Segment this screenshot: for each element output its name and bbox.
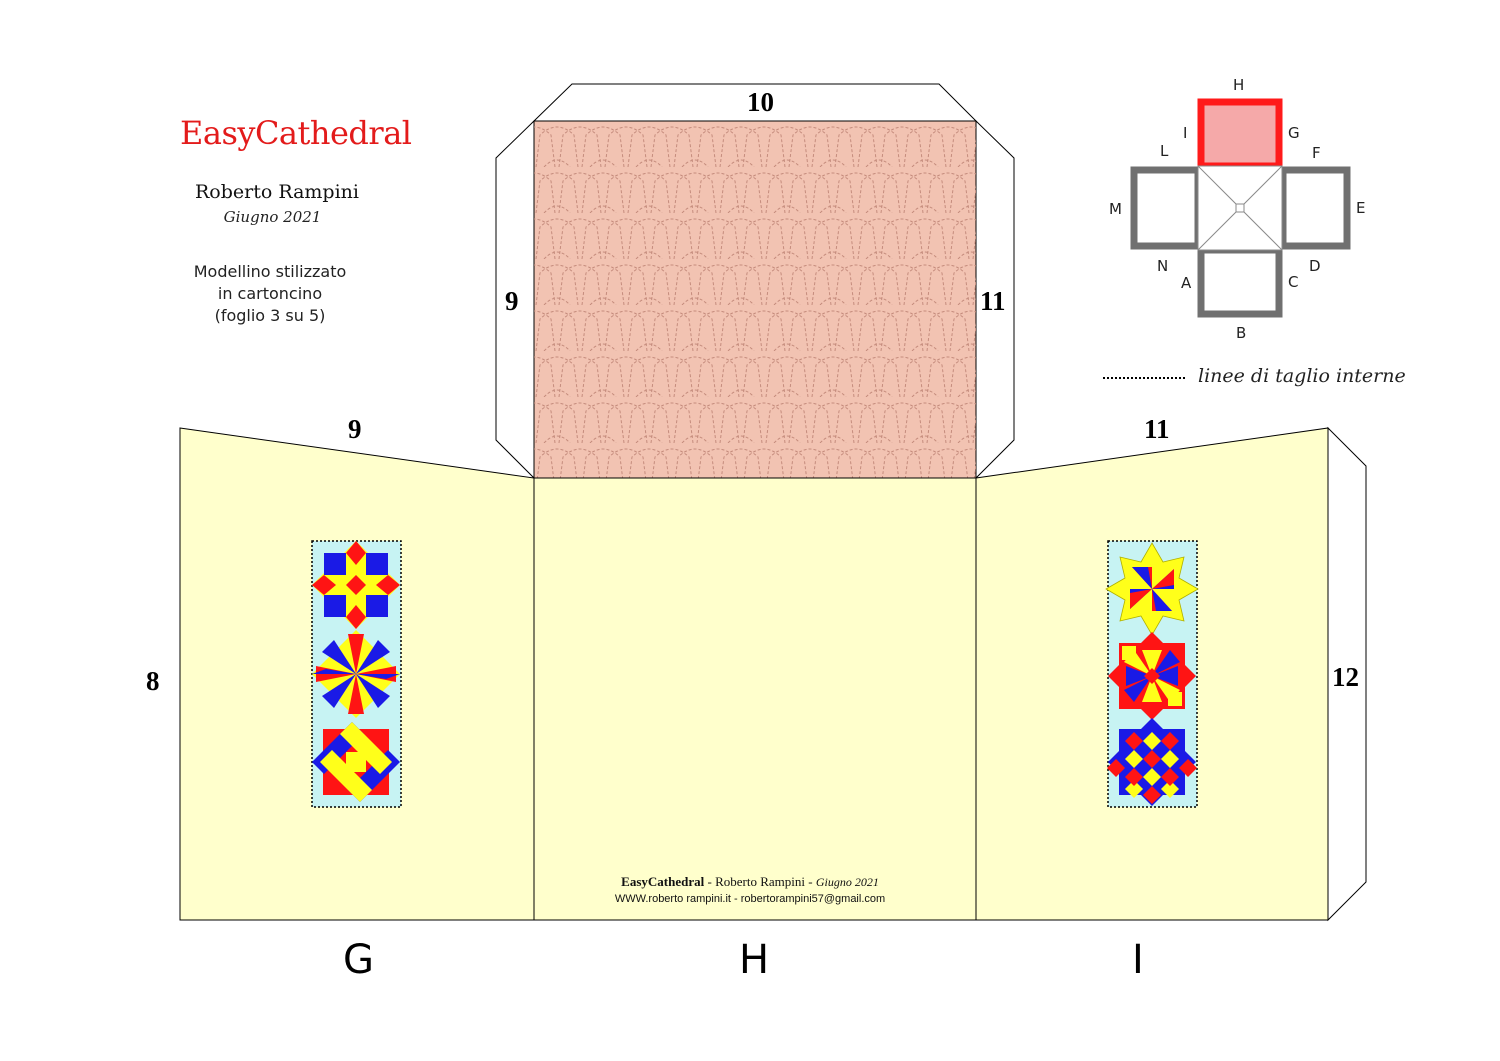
mosaic-pinwheel <box>1105 542 1199 636</box>
edge-label-right-outer: 12 <box>1332 662 1359 692</box>
key-letter: I <box>1183 124 1188 142</box>
key-letter: G <box>1288 124 1300 142</box>
key-letter: B <box>1236 324 1247 342</box>
edge-label-left-wall-top: 9 <box>348 414 362 444</box>
description-line: (foglio 3 su 5) <box>214 306 326 325</box>
key-arm-bottom <box>1197 246 1283 318</box>
key-arm-left <box>1130 166 1202 250</box>
mosaic-knot <box>312 722 400 802</box>
brand-title: EasyCathedral <box>180 114 412 152</box>
key-letter: H <box>1233 76 1245 94</box>
edge-label-right-wall-top: 11 <box>1144 414 1170 444</box>
author-name: Roberto Rampini <box>195 181 359 203</box>
key-letter: F <box>1312 144 1321 162</box>
key-letter: E <box>1356 199 1366 217</box>
mosaic-rosette <box>312 541 400 629</box>
mosaic-flower <box>1108 632 1196 720</box>
footer-brand: EasyCathedral <box>621 874 705 889</box>
edge-label-roof-top: 10 <box>747 87 774 117</box>
legend-text: linee di taglio interne <box>1198 365 1406 387</box>
key-letter: L <box>1160 142 1169 160</box>
key-arm-right <box>1279 166 1351 250</box>
roof-tile-pattern <box>534 121 976 478</box>
key-letter: C <box>1288 273 1299 291</box>
footer-date: Giugno 2021 <box>815 875 879 889</box>
description-line: Modellino stilizzato <box>193 262 347 281</box>
edge-label-left-outer: 8 <box>146 666 160 696</box>
key-letter: A <box>1181 274 1192 292</box>
mosaic-starburst <box>312 630 400 718</box>
wall-panel-h <box>533 477 977 921</box>
footer-separator: - <box>804 874 816 889</box>
window-right <box>1105 540 1199 808</box>
key-letter: M <box>1109 200 1122 218</box>
window-left <box>311 540 402 808</box>
key-letter: D <box>1309 257 1321 275</box>
glue-flap-right <box>1327 426 1367 922</box>
panel-label-i: I <box>1132 937 1144 983</box>
description-line: in cartoncino <box>217 284 323 303</box>
footer-contact: WWW.roberto rampini.it - robertorampini5… <box>614 893 886 905</box>
edge-label-roof-right: 11 <box>980 286 1006 316</box>
edge-label-roof-left: 9 <box>505 286 519 316</box>
key-diagram <box>1130 98 1351 318</box>
panel-label-g: G <box>343 937 374 983</box>
key-arm-top <box>1197 98 1283 170</box>
footer-author: Roberto Rampini <box>715 874 805 889</box>
author-date: Giugno 2021 <box>223 208 322 226</box>
key-letter: N <box>1157 257 1169 275</box>
key-lantern <box>1235 203 1245 213</box>
panel-label-h: H <box>739 937 770 983</box>
footer-credit: EasyCathedral - Roberto Rampini - Giugno… <box>534 874 966 890</box>
footer-separator: - <box>704 874 716 889</box>
mosaic-diamond-grid <box>1107 718 1197 806</box>
